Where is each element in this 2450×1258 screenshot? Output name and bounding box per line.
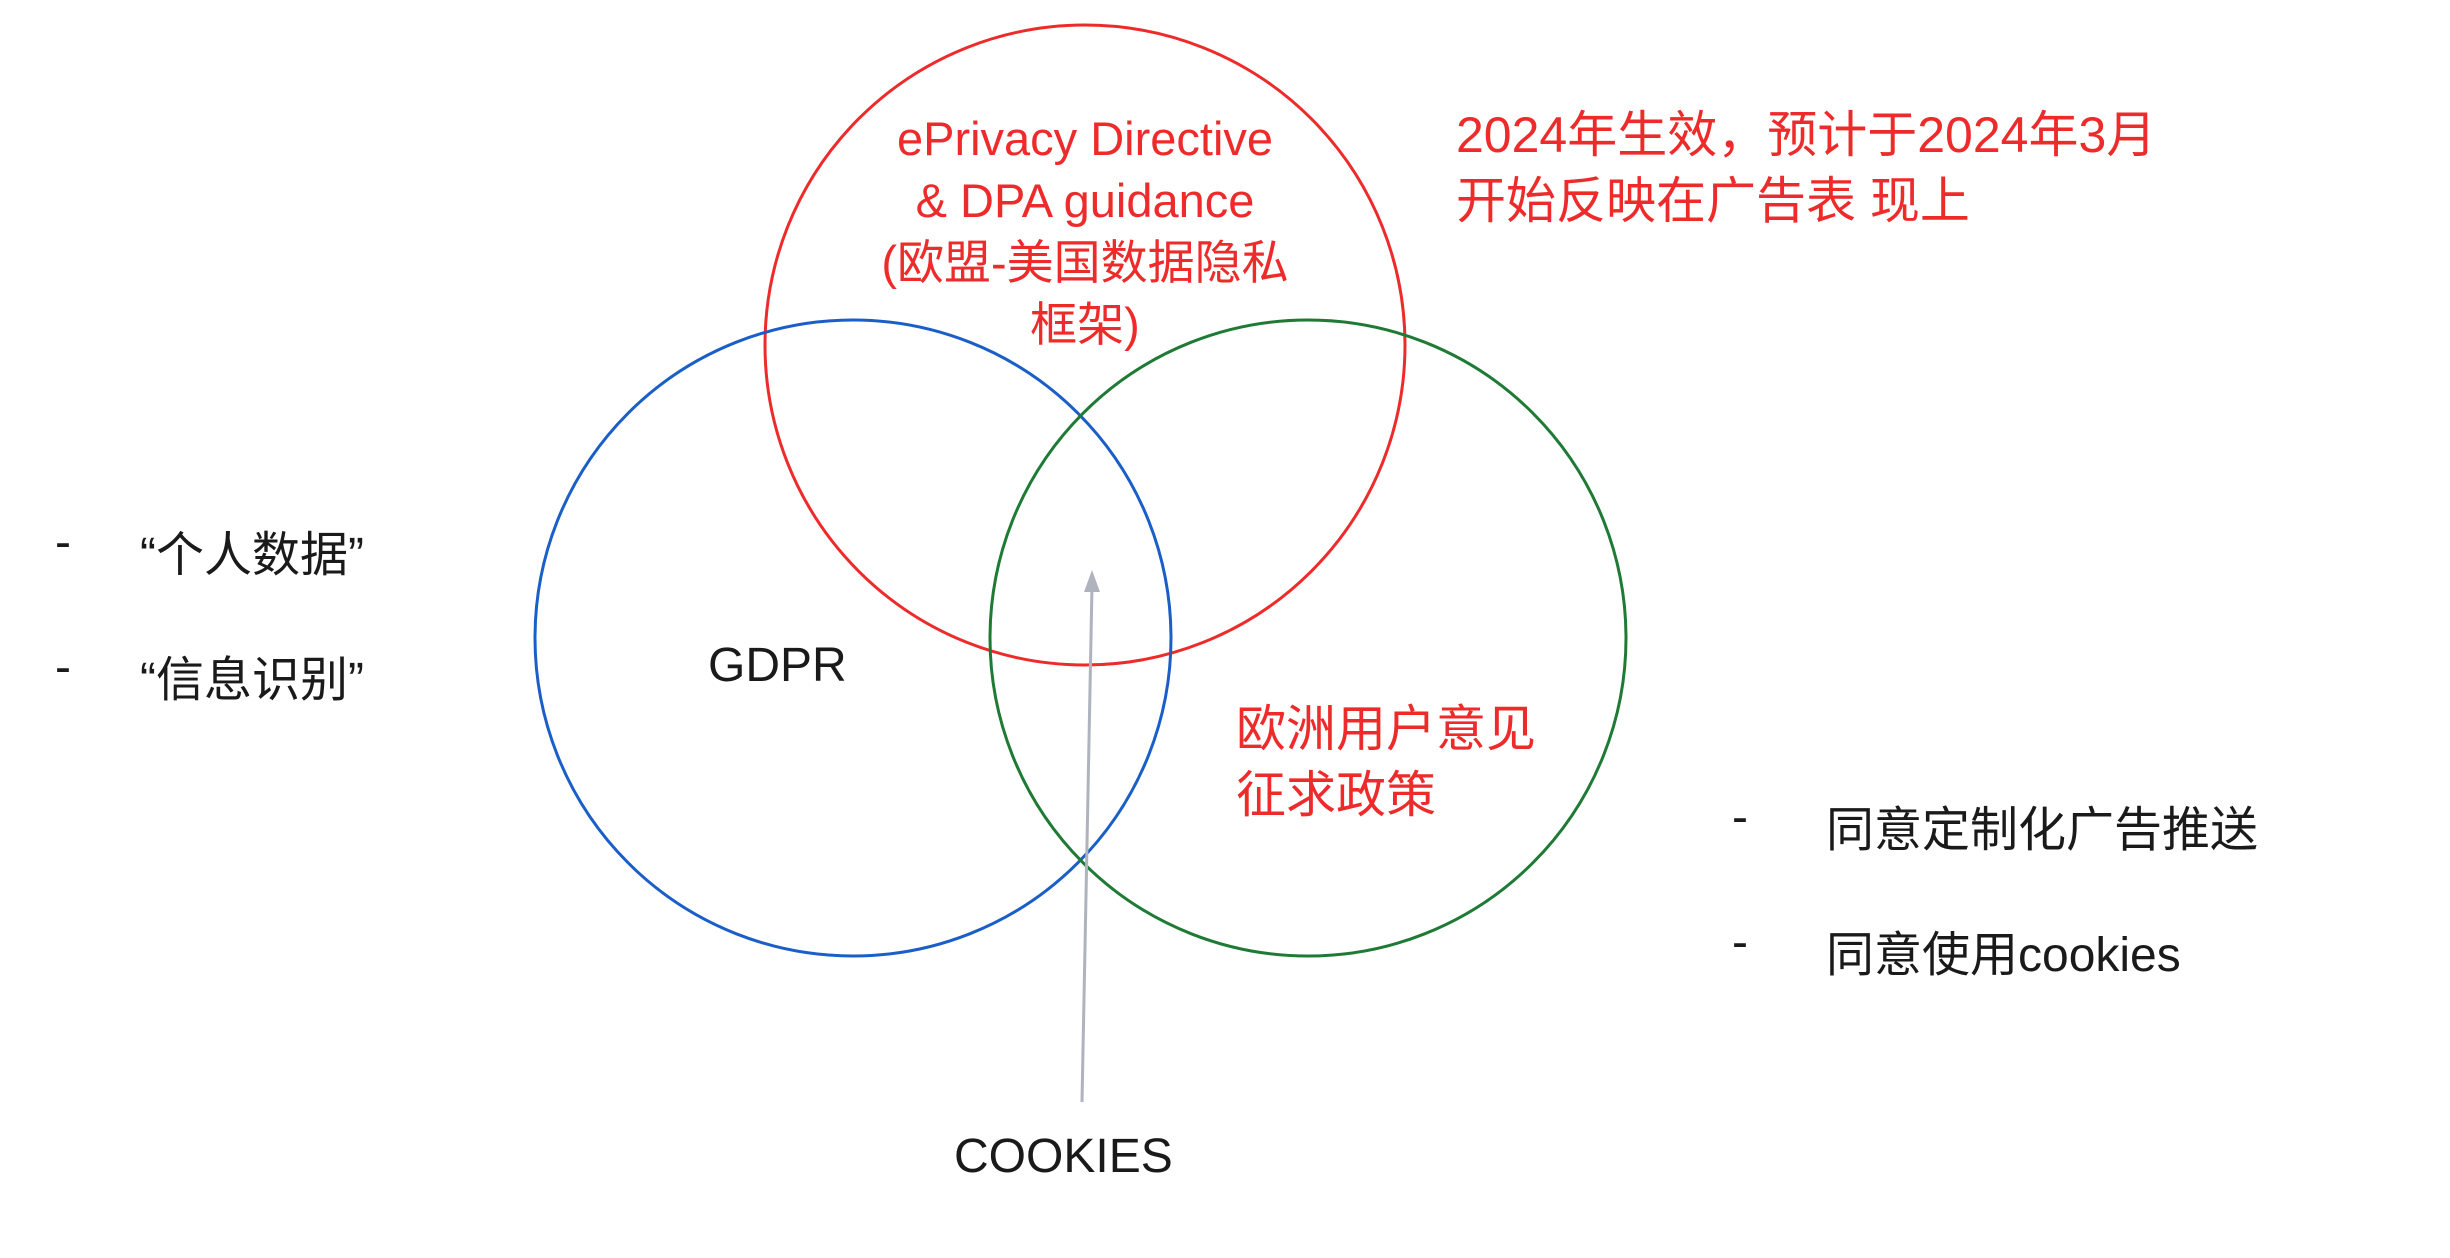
- effective-date-note: 2024年生效，预计于2024年3月 开始反映在广告表 现上: [1456, 102, 2156, 234]
- eprivacy-line: ePrivacy Directive: [896, 112, 1274, 165]
- consent-policy-line: 欧洲用户意见: [1236, 701, 1536, 757]
- eprivacy-line: 框架): [1030, 298, 1140, 351]
- effective-date-line: 开始反映在广告表 现上: [1456, 173, 1970, 229]
- eprivacy-circle: [763, 23, 1407, 667]
- gdpr-circle: [533, 318, 1173, 958]
- consent-policy-line: 征求政策: [1236, 767, 1436, 823]
- eprivacy-label: ePrivacy Directive & DPA guidance (欧盟-美国…: [800, 108, 1370, 356]
- consent-circle: [988, 318, 1628, 958]
- effective-date-line: 2024年生效，预计于2024年3月: [1456, 107, 2157, 163]
- list-item-text: “个人数据”: [140, 529, 364, 582]
- eprivacy-line: & DPA guidance: [915, 174, 1255, 227]
- list-item-text: “信息识别”: [140, 654, 364, 707]
- list-item-text: 同意定制化广告推送: [1826, 804, 2259, 857]
- cookies-arrow-line: [1080, 585, 1094, 1103]
- cookies-arrow-head: [1084, 570, 1100, 592]
- eprivacy-line: (欧盟-美国数据隐私: [881, 236, 1289, 289]
- consent-policy-label: 欧洲用户意见 征求政策: [1236, 696, 1536, 828]
- bullet-dash: -: [55, 516, 71, 569]
- cookies-label: COOKIES: [954, 1130, 1173, 1183]
- bullet-dash: -: [1732, 791, 1748, 844]
- gdpr-label: GDPR: [708, 639, 847, 692]
- bullet-dash: -: [55, 641, 71, 694]
- list-item-text: 同意使用cookies: [1826, 929, 2181, 982]
- bullet-dash: -: [1732, 916, 1748, 969]
